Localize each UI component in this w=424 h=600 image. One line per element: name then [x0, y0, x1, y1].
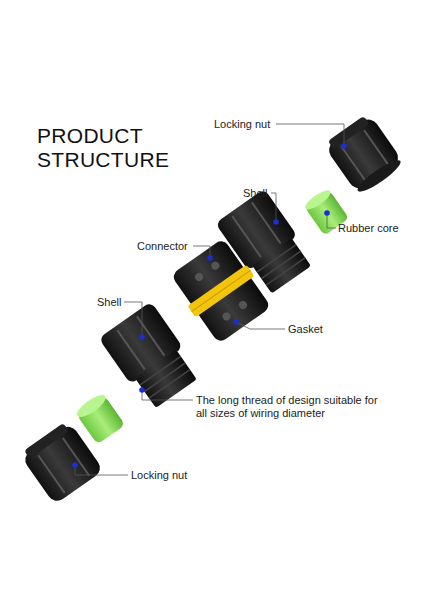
- connector: [167, 236, 274, 346]
- diagram-title: PRODUCT STRUCTURE: [37, 124, 177, 172]
- part-label: Locking nut: [214, 118, 270, 131]
- part-label: Rubber core: [338, 222, 399, 235]
- part-label: The long thread of design suitable for a…: [196, 394, 378, 420]
- locking-nut: [323, 112, 406, 197]
- part-label: Connector: [137, 240, 188, 253]
- shell: [99, 302, 203, 412]
- part-label: Gasket: [288, 323, 323, 336]
- locking-nut: [19, 420, 104, 505]
- rubber-core: [74, 391, 125, 444]
- part-label: Shell: [243, 187, 267, 200]
- callout-dots: [72, 143, 347, 468]
- part-label: Shell: [97, 296, 121, 309]
- leader-lines: [75, 124, 344, 475]
- part-label: Locking nut: [131, 469, 187, 482]
